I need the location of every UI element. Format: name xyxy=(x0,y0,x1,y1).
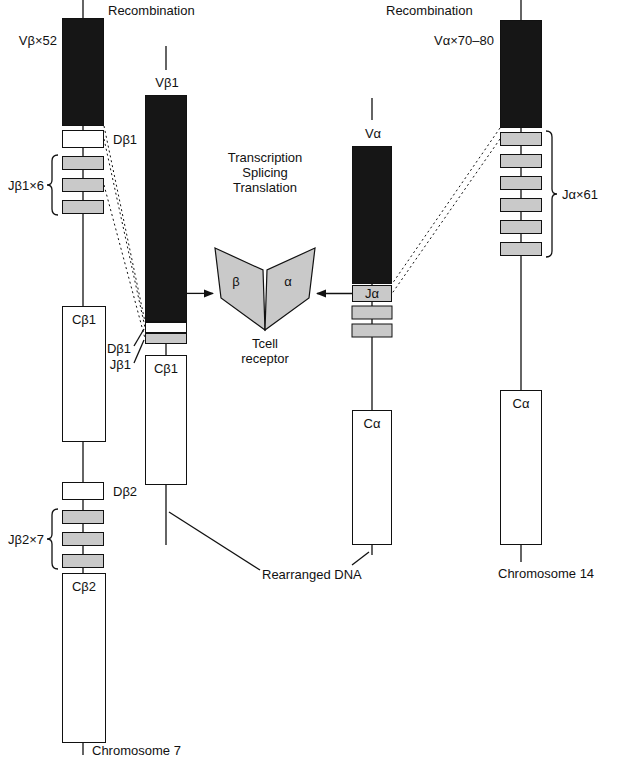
gene-segment: Jβ2×7 xyxy=(62,510,104,568)
gene-segment: Dβ2 xyxy=(62,482,104,500)
gene-segment: Cα xyxy=(352,410,392,545)
gene-segment: Jα xyxy=(352,285,392,302)
j-segment xyxy=(62,156,104,170)
gene-segment: Vβ×52 xyxy=(62,18,104,126)
leader-line xyxy=(134,340,144,363)
receptor-outline xyxy=(213,246,317,332)
j-segment xyxy=(352,306,392,319)
gene-segment: Cβ2 xyxy=(62,573,106,743)
chain-label: α xyxy=(281,274,295,289)
j-segment xyxy=(62,554,104,568)
recombination-line xyxy=(104,126,145,322)
recombination-line xyxy=(104,139,145,328)
segment-label: Jβ1×6 xyxy=(8,178,44,193)
annotation-label: Recombination xyxy=(386,3,473,18)
receptor-chain xyxy=(265,248,315,330)
chromosome-strand xyxy=(371,98,372,120)
segment-label: Jβ2×7 xyxy=(8,532,44,547)
annotation-label: Chromosome 14 xyxy=(498,566,594,581)
segment-label: Cβ1 xyxy=(63,312,105,327)
annotation-label: Transcription Splicing Translation xyxy=(215,150,315,195)
segment-brace xyxy=(546,131,557,257)
j-segment xyxy=(62,510,104,524)
segment-label: Jα xyxy=(353,286,391,301)
segment-label: Cα xyxy=(353,416,391,431)
gene-segment: Jβ1×6 xyxy=(62,156,104,214)
j-segment xyxy=(500,132,542,146)
expression-arrow xyxy=(317,293,352,294)
leader-line xyxy=(352,552,369,565)
j-segment xyxy=(62,532,104,546)
j-segment xyxy=(500,198,542,212)
segment-label: Cα xyxy=(501,396,541,411)
j-segment xyxy=(500,154,542,168)
j-segment xyxy=(352,324,392,337)
j-segment xyxy=(62,178,104,192)
segment-label: Dβ2 xyxy=(113,484,137,499)
annotation-label: Chromosome 7 xyxy=(92,743,181,758)
gene-segment: Dβ1 xyxy=(145,322,187,333)
expression-arrow xyxy=(187,293,213,294)
chromosome-strand xyxy=(165,46,166,70)
segment-label: Tcell receptor xyxy=(233,336,297,366)
gene-segment: Dβ1 xyxy=(62,130,104,148)
annotation-label: Rearranged DNA xyxy=(262,567,362,582)
segment-brace xyxy=(47,155,58,215)
recombination-line xyxy=(104,185,145,339)
segment-label: Dβ1 xyxy=(113,132,137,147)
segment-label: Jα×61 xyxy=(562,187,598,202)
gene-segment: Vα xyxy=(352,146,392,284)
recombination-line xyxy=(392,128,500,284)
leader-line xyxy=(169,512,260,570)
j-segment xyxy=(500,220,542,234)
gene-segment: Jα×61 xyxy=(500,132,542,256)
segment-label: Jβ1 xyxy=(110,357,131,372)
segment-label: Cβ1 xyxy=(146,361,186,376)
j-segment xyxy=(62,200,104,214)
segment-label: Dβ1 xyxy=(107,341,131,356)
segment-label: Vα xyxy=(353,126,393,141)
gene-segment: Cα xyxy=(500,390,542,545)
segment-label: Vβ×52 xyxy=(19,33,57,48)
gene-segment: Cβ1 xyxy=(62,306,106,442)
receptor-chain xyxy=(215,248,265,330)
segment-label: Cβ2 xyxy=(63,579,105,594)
annotation-label: Recombination xyxy=(108,3,195,18)
recombination-line xyxy=(392,139,500,294)
gene-segment: Vβ1 xyxy=(145,95,187,322)
gene-segment: Vα×70–80 xyxy=(500,20,542,128)
chain-label: β xyxy=(229,274,243,289)
gene-segment: Jβ1 xyxy=(145,333,187,344)
segment-brace xyxy=(47,509,58,569)
j-segment xyxy=(500,176,542,190)
segment-label: Vβ1 xyxy=(146,75,188,90)
segment-label: Vα×70–80 xyxy=(434,33,494,48)
gene-segment: Cβ1 xyxy=(145,355,187,485)
j-segment xyxy=(500,242,542,256)
receptor-shape: βαTcell receptor xyxy=(213,246,317,332)
